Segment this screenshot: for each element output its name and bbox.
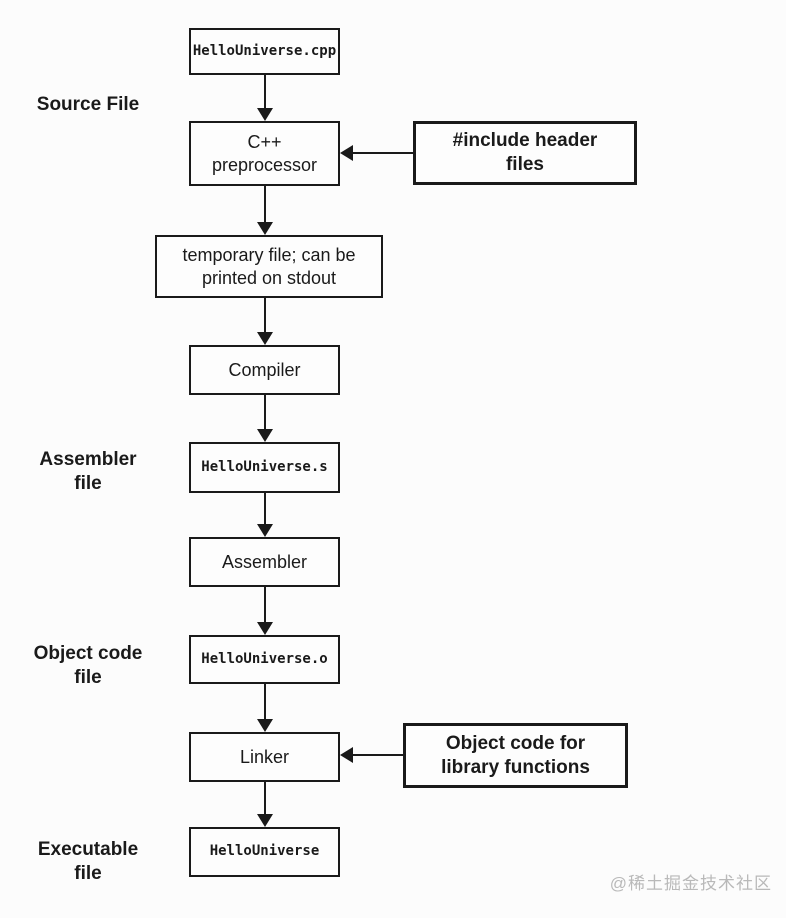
object-file-node: HelloUniverse.o xyxy=(189,635,340,684)
watermark-text: @稀土掘金技术社区 xyxy=(609,874,772,893)
stage-label-executable-file: Executable file xyxy=(37,839,139,884)
include-headers-node: #include header files xyxy=(413,121,637,185)
arrow-preprocessor-to-tempfile xyxy=(257,186,273,235)
source-file-node: HelloUniverse.cpp xyxy=(189,28,340,75)
stage-label-object-code-file: Object code file xyxy=(33,643,143,688)
stage-label-assembler-file: Assembler file xyxy=(39,449,137,494)
arrow-tempfile-to-compiler xyxy=(257,298,273,345)
assembler-node-label: Assembler xyxy=(221,551,308,572)
temp-file-node: temporary file; can be printed on stdout xyxy=(155,235,383,298)
library-object-node-label: Object code for library functions xyxy=(441,732,590,778)
arrow-library-to-linker xyxy=(340,747,403,763)
assembler-file-node-label: HelloUniverse.s xyxy=(201,458,328,475)
arrow-linker-to-executable xyxy=(257,782,273,827)
stage-label-source-file: Source File xyxy=(36,94,140,115)
object-file-node-label: HelloUniverse.o xyxy=(201,650,328,667)
arrow-compiler-to-assemblerfile xyxy=(257,395,273,442)
linker-node: Linker xyxy=(189,732,340,782)
source-file-node-label: HelloUniverse.cpp xyxy=(192,42,337,59)
arrow-assembler-to-objectfile xyxy=(257,587,273,635)
assembler-file-node: HelloUniverse.s xyxy=(189,442,340,493)
preprocessor-node: C++ preprocessor xyxy=(189,121,340,186)
arrow-includes-to-preprocessor xyxy=(340,145,413,161)
preprocessor-node-label: C++ preprocessor xyxy=(211,132,318,175)
executable-node: HelloUniverse xyxy=(189,827,340,877)
temp-file-node-label: temporary file; can be printed on stdout xyxy=(182,245,356,288)
library-object-node: Object code for library functions xyxy=(403,723,628,788)
include-headers-node-label: #include header files xyxy=(452,130,598,175)
executable-node-label: HelloUniverse xyxy=(209,843,320,860)
arrow-source-to-preprocessor xyxy=(257,75,273,121)
arrow-objectfile-to-linker xyxy=(257,684,273,732)
assembler-node: Assembler xyxy=(189,537,340,587)
linker-node-label: Linker xyxy=(239,746,290,767)
arrow-assemblerfile-to-assembler xyxy=(257,493,273,537)
compiler-node-label: Compiler xyxy=(228,359,301,380)
compiler-node: Compiler xyxy=(189,345,340,395)
